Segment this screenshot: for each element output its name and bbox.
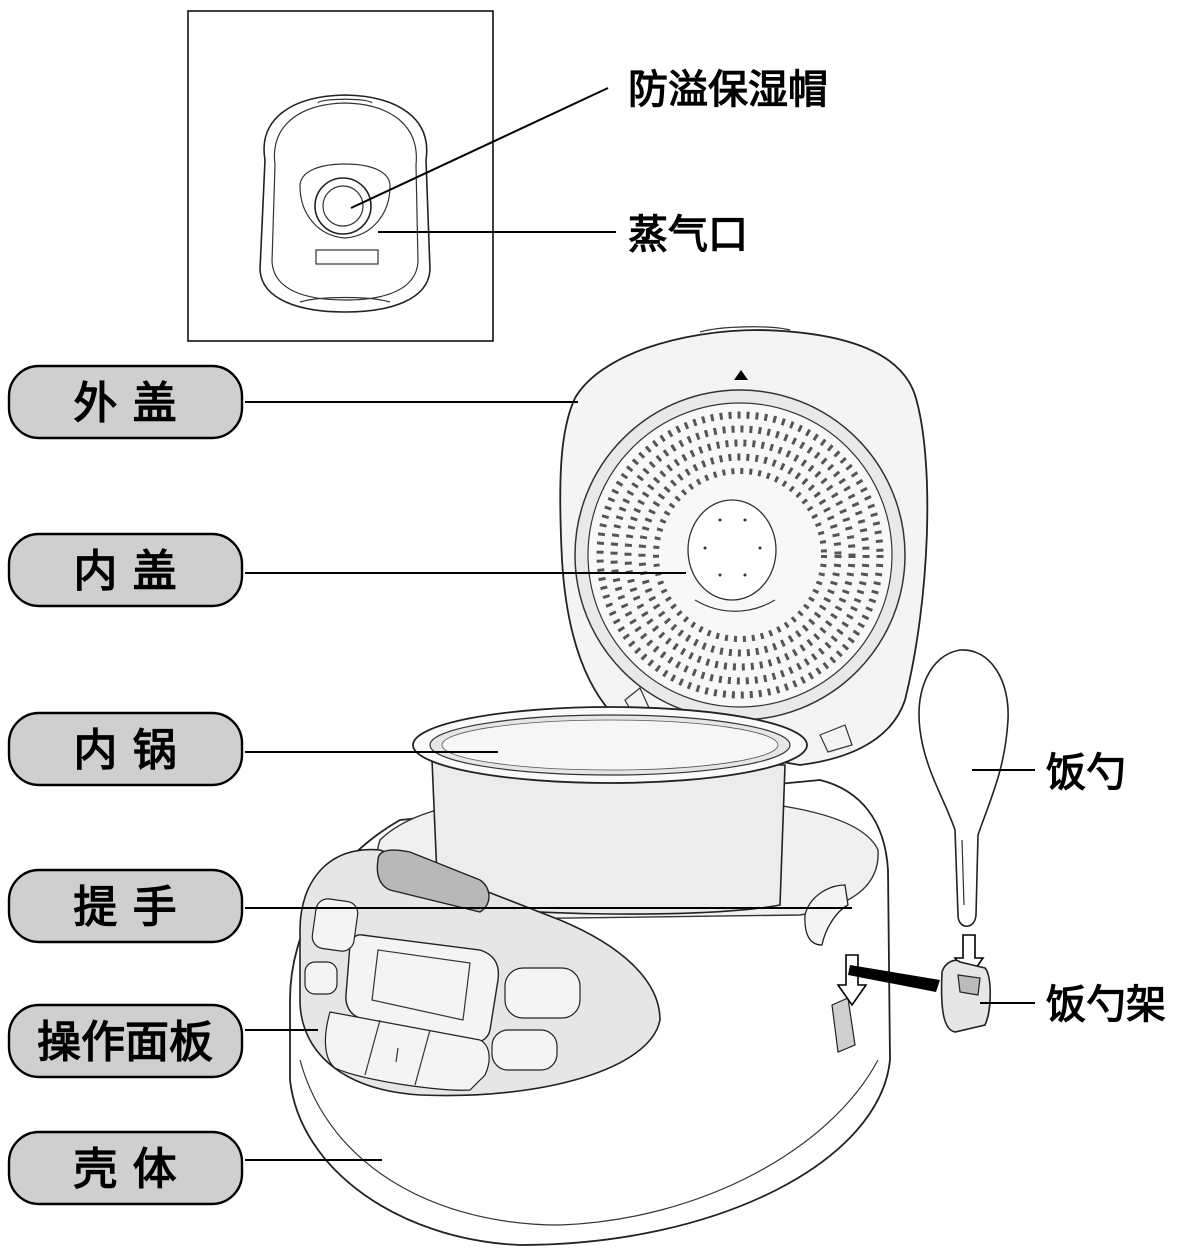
label-outer-lid: 外 盖	[7, 364, 244, 440]
label-text-control-panel: 操作面板	[37, 1017, 213, 1068]
rice-scoop-illustration	[918, 649, 1009, 1033]
label-text-housing: 壳 体	[73, 1144, 176, 1195]
label-text-outer-lid: 外 盖	[73, 378, 176, 429]
label-text-inner-lid: 内 盖	[73, 546, 176, 597]
label-housing: 壳 体	[7, 1130, 244, 1206]
leader-lines	[245, 87, 1035, 1161]
rice-cooker-illustration	[289, 326, 940, 1246]
label-text-inner-pot: 内 锅	[73, 725, 176, 776]
label-text-handle: 提 手	[73, 882, 176, 933]
label-inner-pot: 内 锅	[7, 711, 244, 787]
label-steam-vent: 蒸气口	[628, 212, 748, 258]
label-control-panel: 操作面板	[7, 1003, 244, 1079]
label-anti-overflow-cap: 防溢保湿帽	[628, 67, 828, 113]
label-inner-lid: 内 盖	[7, 532, 244, 608]
label-scoop-holder: 饭勺架	[1046, 982, 1166, 1028]
label-handle: 提 手	[7, 868, 244, 944]
inset-top-view	[187, 10, 494, 342]
label-rice-scoop: 饭勺	[1046, 750, 1126, 796]
